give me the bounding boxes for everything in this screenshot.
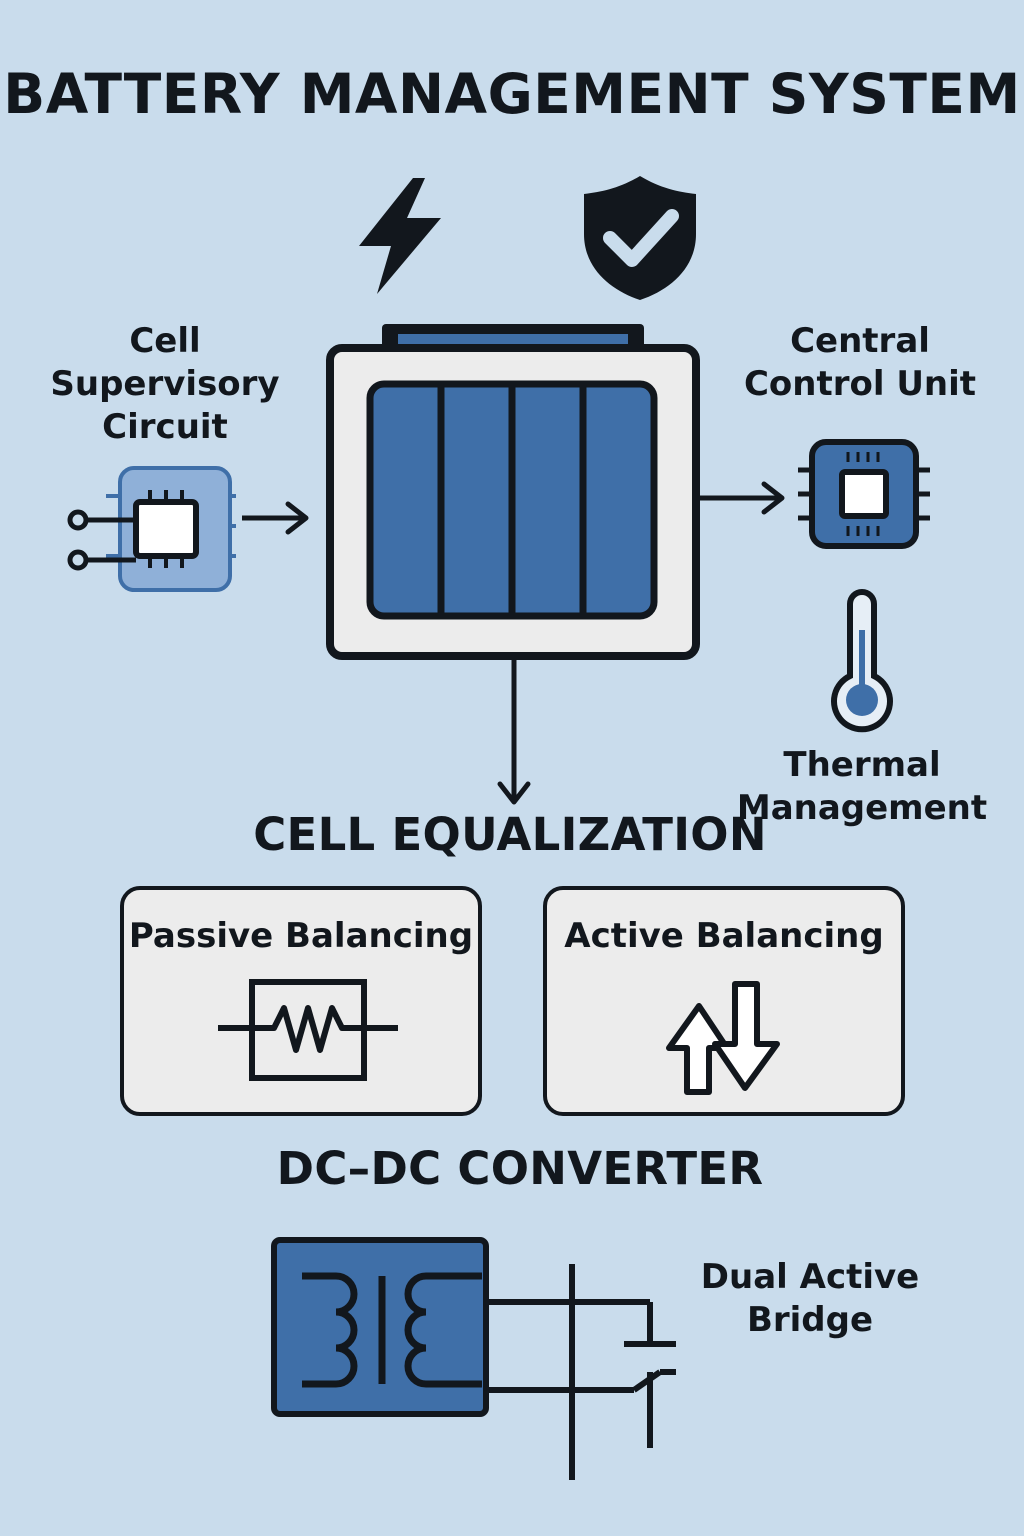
cell-equalization-heading: CELL EQUALIZATION	[253, 808, 767, 861]
cell-supervisory-label: Cell Supervisory Circuit	[50, 321, 280, 447]
passive-balancing-label: Passive Balancing	[128, 916, 474, 956]
supervisory-chip-icon	[67, 466, 236, 592]
dual-active-bridge-label: Dual Active Bridge	[700, 1257, 920, 1340]
switch-circuit-icon	[484, 1264, 676, 1480]
transformer-icon	[271, 1237, 489, 1417]
bidirectional-arrows-icon	[666, 981, 780, 1095]
dc-dc-converter-heading: DC–DC CONVERTER	[276, 1142, 764, 1195]
shield-check-icon	[584, 176, 696, 300]
thermometer-icon	[831, 589, 893, 733]
lightning-icon	[359, 178, 441, 294]
battery-pack-icon	[326, 324, 700, 660]
arrow-right-icon	[696, 481, 785, 515]
arrow-down-icon	[497, 656, 531, 805]
page-title: BATTERY MANAGEMENT SYSTEM	[3, 62, 1021, 126]
active-balancing-label: Active Balancing	[564, 916, 884, 956]
central-control-label: Central Control Unit	[743, 321, 977, 404]
passive-balancing-panel: Passive Balancing	[120, 886, 482, 1116]
resistor-icon	[218, 979, 398, 1081]
arrow-right-icon	[242, 501, 309, 535]
chip-icon	[798, 439, 930, 549]
active-balancing-panel: Active Balancing	[543, 886, 905, 1116]
thermal-management-label: Thermal Management	[736, 745, 988, 828]
